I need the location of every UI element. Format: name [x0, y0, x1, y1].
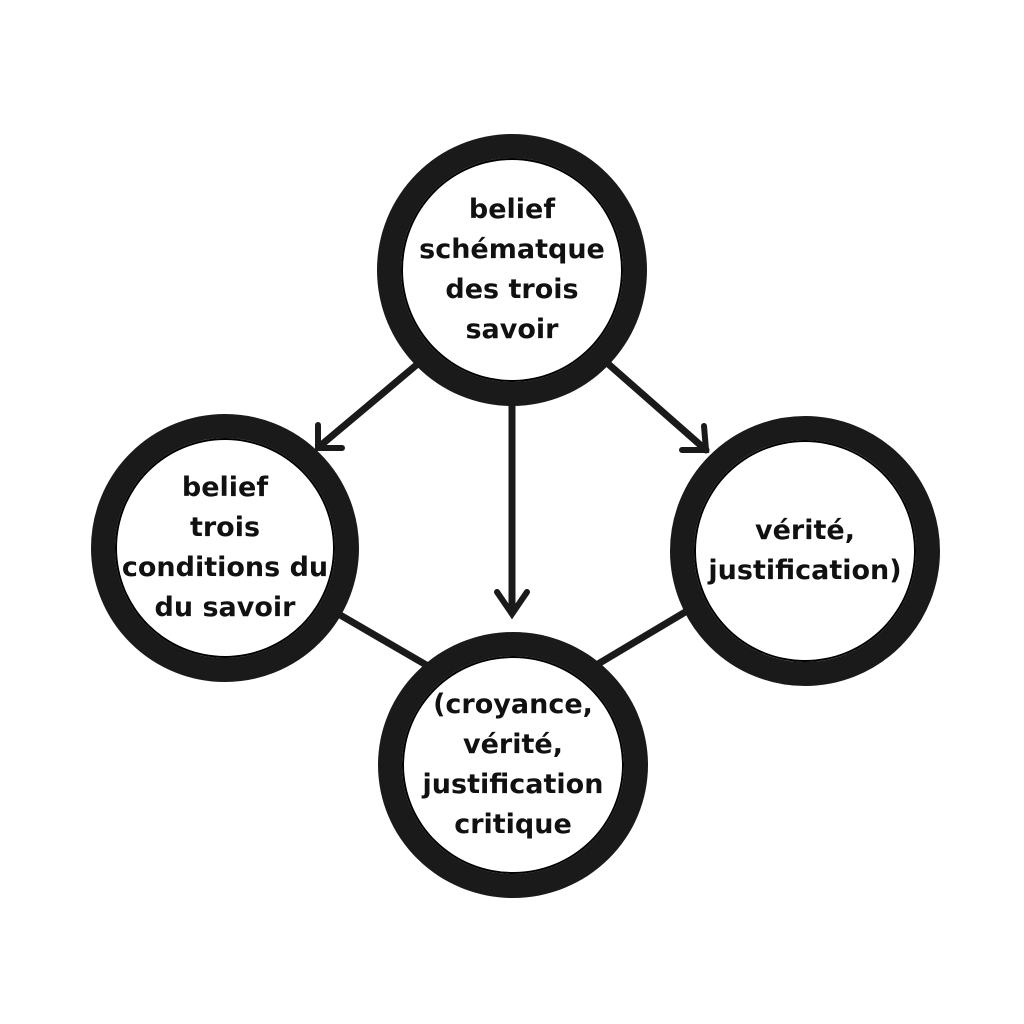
label-line: savoir [465, 314, 559, 345]
node-bottom-label: (croyance, vérité, justification critiqu… [423, 685, 604, 845]
label-line: justification [422, 769, 604, 800]
label-line: trois [189, 512, 261, 543]
label-line: conditions du [121, 552, 329, 583]
node-top: belief schématque des trois savoir [377, 134, 647, 406]
label-line: justification) [708, 555, 902, 586]
label-line: vérité, [463, 729, 563, 760]
arrowhead-left [315, 422, 345, 451]
arrowhead-bottom [494, 589, 530, 620]
node-left-label: belief trois conditions du du savoir [122, 468, 328, 628]
label-line: des trois [445, 274, 579, 305]
label-line: du savoir [154, 592, 296, 623]
node-left: belief trois conditions du du savoir [91, 414, 359, 682]
arrow-top-to-right [602, 358, 710, 454]
arrow-top-to-left [316, 358, 424, 450]
node-right: vérité, justification) [670, 416, 940, 686]
node-bottom: (croyance, vérité, justification critiqu… [378, 632, 648, 898]
label-line: belief [181, 472, 269, 503]
label-line: schématque [419, 234, 605, 265]
label-line: critique [454, 809, 572, 840]
node-top-label: belief schématque des trois savoir [419, 190, 605, 350]
label-line: (croyance, [433, 689, 593, 720]
node-right-label: vérité, justification) [708, 511, 901, 591]
arrowhead-right [679, 423, 710, 453]
label-line: belief [468, 194, 556, 225]
label-line: vérité, [755, 515, 855, 546]
line-left-to-bottom [331, 608, 432, 670]
line-right-to-bottom [594, 604, 696, 668]
